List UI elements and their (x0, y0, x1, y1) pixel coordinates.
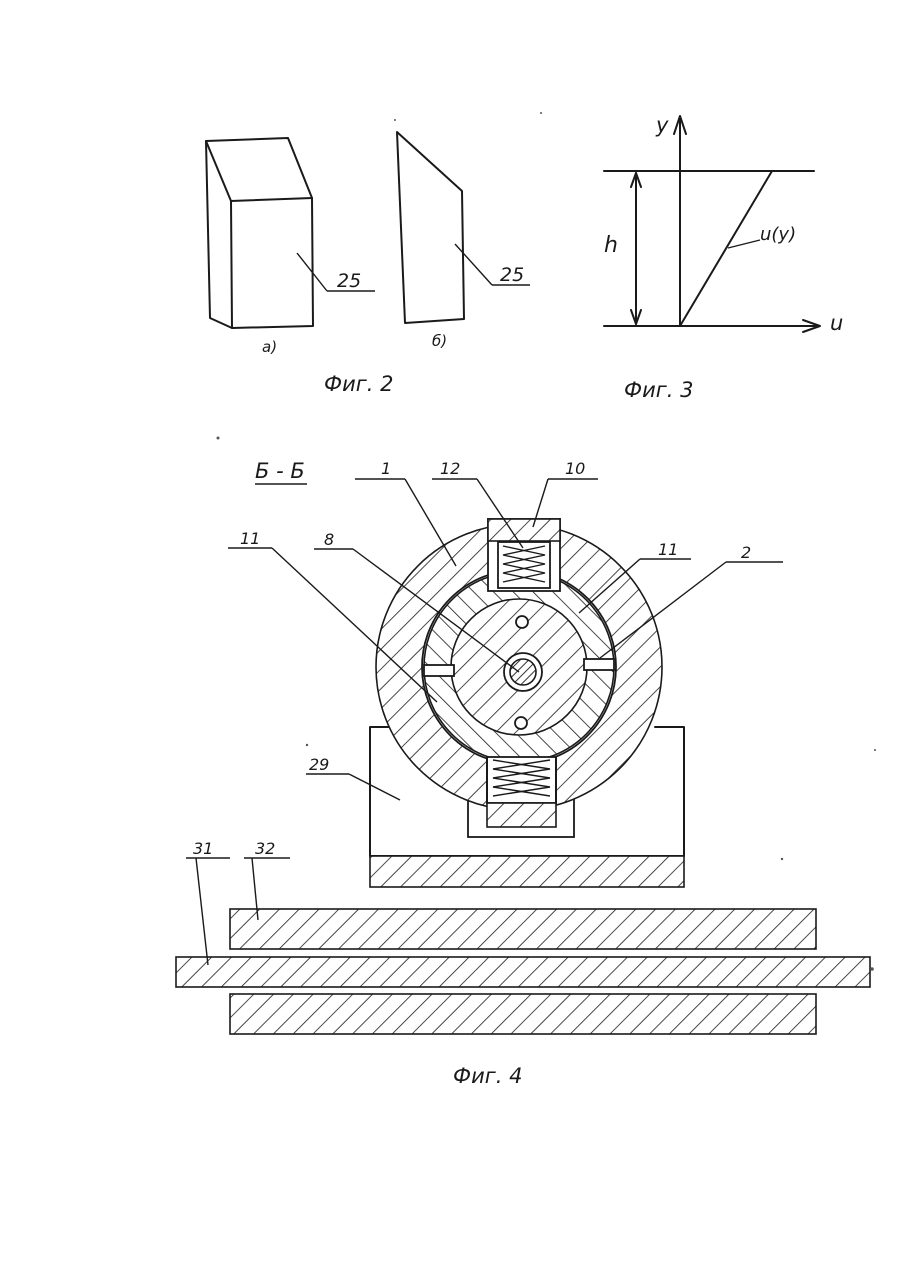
callout-11-left: 11 (240, 529, 260, 548)
view-b-label: б) (432, 332, 447, 350)
hole-top (516, 616, 528, 628)
profile-leader (728, 240, 760, 248)
fig3-caption: Фиг. 3 (624, 378, 693, 402)
bottom-spring-assembly (487, 757, 556, 827)
prism-view-a (206, 138, 375, 328)
callout-29: 29 (309, 755, 329, 774)
height-label: h (604, 233, 618, 258)
profile-label: u(y) (760, 224, 796, 245)
guide-bar-lower (230, 994, 816, 1034)
plate-view-b (397, 132, 530, 323)
base-plate (370, 856, 684, 887)
callout-11-right: 11 (658, 540, 678, 559)
shaft-core (510, 659, 536, 685)
axis-y-label: y (655, 113, 669, 137)
figure-3: y u h u(y) Фиг. 3 (604, 113, 843, 402)
axis-u-label: u (830, 311, 843, 335)
figure-2: 25 а) 25 б) Фиг. 2 (206, 132, 530, 396)
section-label: Б - Б (255, 459, 305, 483)
callout-1: 1 (381, 459, 391, 478)
fig4-caption: Фиг. 4 (453, 1064, 522, 1088)
velocity-profile (680, 171, 772, 326)
fig2-caption: Фиг. 2 (324, 372, 393, 396)
callout-32: 32 (255, 839, 275, 858)
slot-left (424, 665, 454, 676)
callout-12: 12 (440, 459, 460, 478)
figure-4: Б - Б (176, 459, 870, 1088)
rod-31 (176, 957, 870, 987)
callout-25-b: 25 (500, 264, 524, 286)
callout-31: 31 (193, 839, 213, 858)
callout-2: 2 (741, 543, 751, 562)
hole-bottom (515, 717, 527, 729)
guide-bar-upper (230, 909, 816, 949)
callout-8: 8 (324, 530, 334, 549)
callout-10: 10 (565, 459, 585, 478)
top-spring-assembly (488, 519, 560, 591)
callout-25-a: 25 (337, 270, 361, 292)
view-a-label: а) (262, 338, 277, 356)
slot-right (584, 659, 614, 670)
